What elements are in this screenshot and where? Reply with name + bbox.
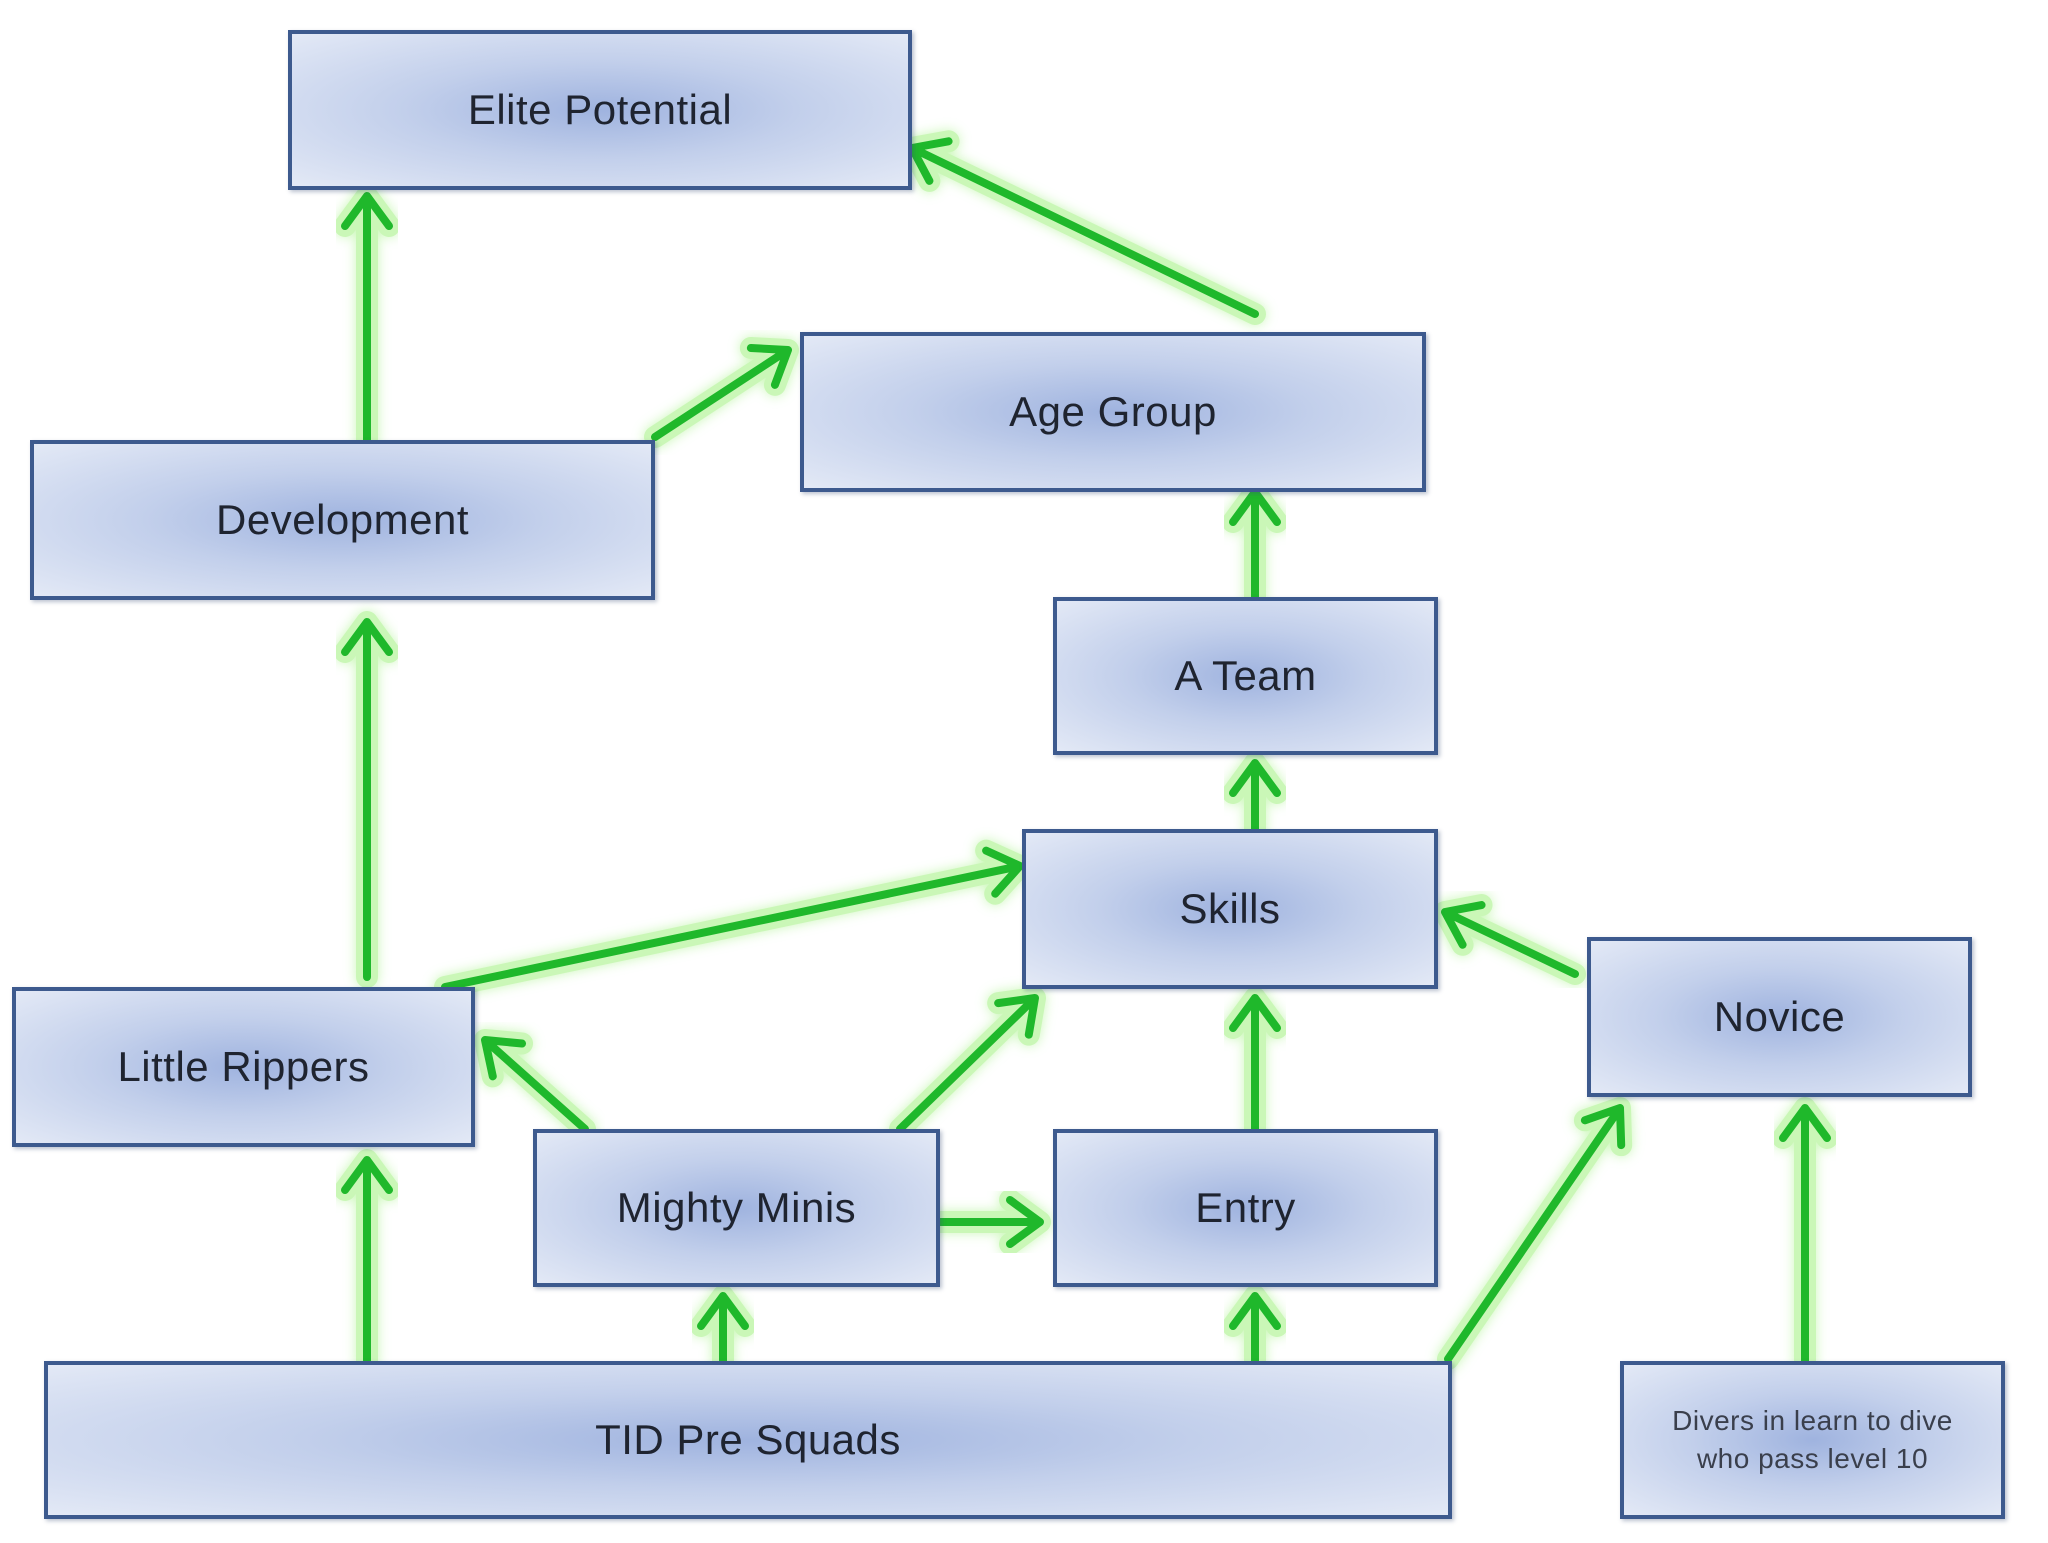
node-a-team: A Team [1053,597,1438,755]
node-development: Development [30,440,655,600]
node-novice: Novice [1587,937,1972,1097]
arrow-skills-to-a-team [1222,752,1288,840]
arrow-tid-pre-squads-to-novice [1437,1097,1633,1370]
arrow-line [908,137,1259,318]
node-label-development: Development [216,496,469,543]
arrow-a-team-to-age-group [1222,481,1288,608]
arrow-tid-pre-squads-to-mighty-minis [690,1285,756,1372]
node-label-novice: Novice [1713,993,1846,1040]
arrow-line [341,1156,393,1365]
node-mighty-minis: Mighty Minis [533,1129,940,1287]
arrow-line [936,1196,1044,1248]
arrow-line [651,344,792,441]
arrow-line [1779,1104,1831,1365]
node-label-little-rippers: Little Rippers [117,1043,370,1090]
node-skills: Skills [1022,829,1438,989]
arrow-little-rippers-to-development [334,611,400,988]
arrow-mighty-minis-to-little-rippers [474,1029,596,1140]
node-label-age-group: Age Group [1009,388,1217,435]
arrow-line [1229,759,1281,833]
node-age-group: Age Group [800,332,1426,492]
node-entry: Entry [1053,1129,1438,1287]
arrow-little-rippers-to-skills [434,839,1031,998]
node-label-a-team: A Team [1174,652,1317,699]
node-little-rippers: Little Rippers [12,987,475,1147]
node-tid-pre-squads: TID Pre Squads [44,1361,1452,1519]
arrow-development-to-age-group [644,337,799,448]
arrow-line [441,846,1024,991]
arrows-layer [334,130,1838,1372]
node-label-skills: Skills [1179,885,1281,932]
arrow-line [1441,901,1579,978]
node-label-entry: Entry [1195,1184,1296,1231]
arrow-line [1229,1292,1281,1365]
arrow-a-team-to-elite-potential [901,130,1266,325]
arrow-tid-pre-squads-to-little-rippers [334,1149,400,1372]
arrow-line [341,618,393,981]
arrow-line [697,1292,749,1365]
arrow-line [896,994,1039,1133]
arrow-entry-to-skills [1222,987,1288,1140]
arrow-line [1229,488,1281,601]
arrow-novice-to-skills [1434,894,1586,985]
arrow-line [341,192,393,444]
arrow-line [1444,1104,1626,1363]
arrow-line [481,1036,589,1133]
arrow-mighty-minis-to-skills [889,987,1046,1140]
node-label-tid-pre-squads: TID Pre Squads [595,1416,901,1463]
arrow-tid-pre-squads-to-entry [1222,1285,1288,1372]
arrow-development-to-elite-potential [334,185,400,451]
node-label-mighty-minis: Mighty Minis [616,1184,857,1231]
node-label-elite-potential: Elite Potential [467,86,733,133]
node-elite-potential: Elite Potential [288,30,912,190]
arrow-divers-learn-to-dive-to-novice [1772,1097,1838,1372]
node-label-divers-learn-to-dive: Divers in learn to dive who pass level 1… [1672,1405,1953,1474]
arrow-mighty-minis-to-entry [929,1189,1051,1255]
node-divers-learn-to-dive: Divers in learn to dive who pass level 1… [1620,1361,2005,1519]
arrow-line [1229,994,1281,1133]
